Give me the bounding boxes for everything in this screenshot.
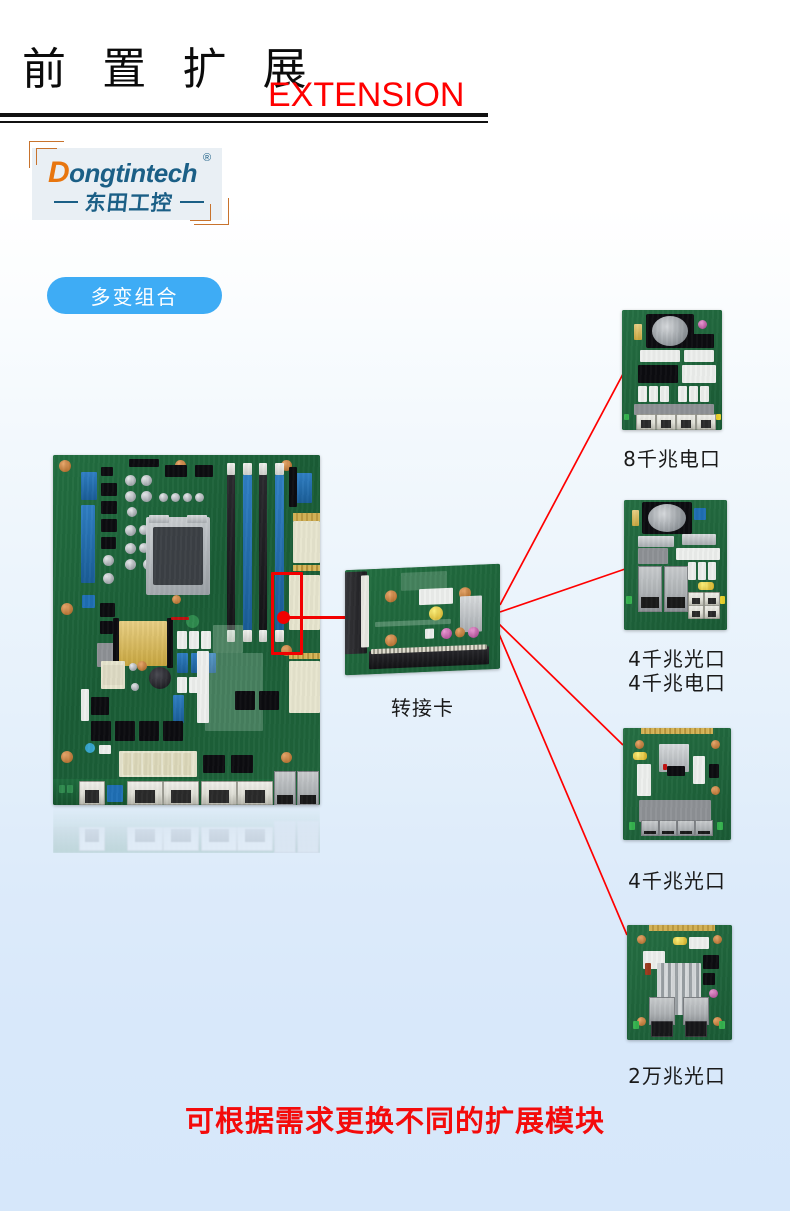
logo-cn-row: 东田工控 (44, 187, 214, 217)
logo-corner-top-left-inner (36, 148, 57, 165)
riser-card-label: 转接卡 (391, 696, 454, 720)
module-8ge-copper-label: 8千兆电口 (623, 447, 721, 471)
header-rule-thick (0, 113, 488, 117)
motherboard-reflection (53, 805, 320, 853)
logo-corner-bottom-right-inner (190, 204, 211, 221)
module-4ge-fiber-4ge-copper-label-line2: 4千兆电口 (628, 670, 726, 695)
pcie-slot-highlight (271, 572, 303, 655)
section-badge-label: 多变组合 (90, 285, 179, 309)
page-title-cn: 前 置 扩 展 (22, 45, 319, 94)
section-badge: 多变组合 (47, 277, 222, 314)
header-rule-thin (0, 121, 488, 123)
module-2x10ge-fiber-label: 2万兆光口 (628, 1064, 726, 1088)
logo-brand-cn: 东田工控 (83, 191, 175, 215)
callout-stub-line (288, 616, 348, 619)
module-4ge-fiber (623, 728, 731, 840)
logo-corner-bottom-right (194, 198, 229, 225)
module-2x10ge-fiber (627, 925, 732, 1040)
logo-dash-left (54, 200, 78, 204)
riser-card (345, 563, 500, 676)
logo-wordmark: Dongtintech (48, 156, 198, 190)
page-title-en: EXTENSION (268, 76, 465, 114)
brand-logo: Dongtintech ® 东田工控 (18, 138, 232, 230)
module-4ge-fiber-4ge-copper (624, 500, 727, 630)
module-4ge-fiber-4ge-copper-label-line1: 4千兆光口 (628, 647, 726, 671)
footer-note: 可根据需求更换不同的扩展模块 (184, 1104, 605, 1138)
module-8ge-copper (622, 310, 722, 430)
logo-dash-right (180, 200, 204, 204)
registered-trademark-icon: ® (203, 152, 212, 164)
motherboard (53, 455, 320, 805)
logo-wordmark-rest: ongtintech (69, 158, 198, 188)
page-header: 前 置 扩 展 EXTENSION (0, 0, 790, 135)
logo-corner-top-left (29, 141, 64, 168)
logo-initial: D (48, 156, 70, 189)
logo-plate (32, 148, 222, 220)
module-4ge-fiber-4ge-copper-label: 4千兆光口 4千兆电口 (592, 647, 762, 695)
module-4ge-fiber-label: 4千兆光口 (628, 869, 726, 893)
callout-dot (277, 611, 290, 624)
